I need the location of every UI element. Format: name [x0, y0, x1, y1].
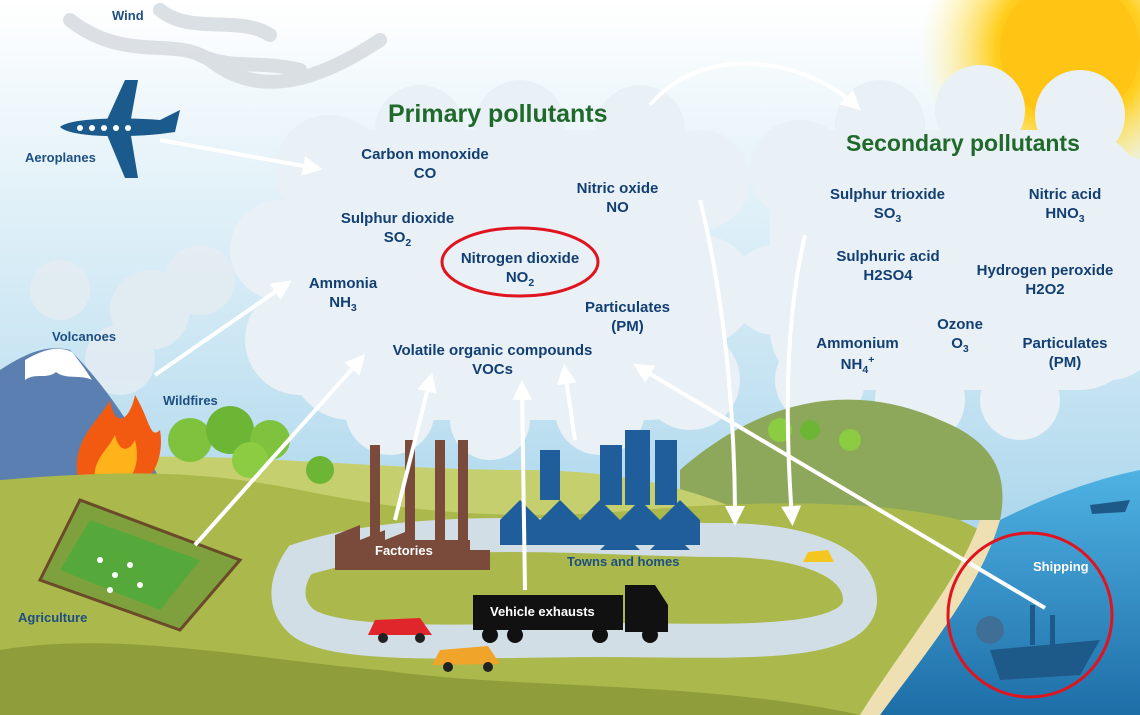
pollutant-particulates-secondary: Particulates (PM): [1010, 335, 1120, 373]
pollutant-name: Nitric oxide: [576, 180, 659, 197]
beach: [860, 520, 1000, 715]
pollutant-hydrogen-peroxide: Hydrogen peroxide H2O2: [960, 262, 1130, 300]
formula-subscript: 2: [528, 276, 535, 289]
pollutant-name: Nitric acid: [1028, 186, 1102, 203]
formula-base: SO: [873, 204, 896, 222]
factory-icon: [335, 440, 490, 570]
pollutant-carbon-monoxide: Carbon monoxide CO: [340, 146, 510, 184]
foreground: [0, 643, 860, 715]
pollutant-sulphur-trioxide: Sulphur trioxide SO3: [815, 186, 960, 226]
formula-base: O: [951, 334, 963, 352]
ship-icon: [976, 500, 1130, 680]
pollutant-formula: VOCs: [472, 360, 513, 378]
formula-subscript: 3: [1078, 212, 1085, 225]
formula-superscript: +: [868, 353, 875, 366]
primary-pollutants-heading: Primary pollutants: [388, 100, 608, 128]
formula-subscript: 3: [895, 212, 902, 225]
pollutant-formula: SO2: [325, 229, 470, 250]
arrow-icon: [153, 61, 1047, 610]
pollutant-name: Nitrogen dioxide: [460, 250, 580, 267]
pollutant-formula: (PM): [611, 317, 644, 335]
formula-base: NH: [840, 355, 863, 373]
formula-subscript: 3: [962, 342, 969, 355]
wind-icon: [63, 3, 387, 89]
back-hill: [680, 399, 1003, 520]
pollutant-name: Volatile organic compounds: [392, 342, 593, 359]
pollutant-name: Hydrogen peroxide: [976, 262, 1114, 279]
truck-icon: [473, 585, 668, 643]
formula-subscript: 2: [405, 236, 412, 249]
pollutant-name: Carbon monoxide: [361, 146, 489, 163]
pollutant-name: Ozone: [937, 316, 983, 333]
pollutant-formula: NO: [606, 198, 629, 216]
pollutant-formula: O3: [925, 335, 995, 356]
formula-subscript: 3: [350, 301, 357, 314]
pollutant-nitric-oxide: Nitric oxide NO: [555, 180, 680, 218]
aeroplanes-label: Aeroplanes: [25, 150, 96, 165]
pollutant-formula: NO2: [445, 269, 595, 290]
shipping-highlight: [946, 531, 1114, 699]
formula-base: NH: [329, 293, 351, 311]
secondary-cloud: [730, 65, 1140, 445]
factories-label: Factories: [375, 543, 433, 558]
pollutant-formula: NH3: [298, 294, 388, 315]
tree-icon: [168, 406, 861, 484]
pollutant-vocs: Volatile organic compounds VOCs: [375, 342, 610, 380]
pollutant-ozone: Ozone O3: [925, 316, 995, 356]
pollutant-ammonia: Ammonia NH3: [298, 275, 388, 315]
fire-icon: [76, 395, 161, 485]
aeroplane-icon: [60, 80, 180, 178]
pollutant-name: Ammonia: [308, 275, 378, 292]
pollutant-nitric-acid: Nitric acid HNO3: [1010, 186, 1120, 226]
pollutant-formula: H2SO4: [863, 266, 913, 284]
towns-label: Towns and homes: [567, 554, 680, 569]
formula-base: NO: [505, 268, 529, 286]
smoke-cloud: [30, 245, 235, 395]
formula-base: HNO: [1045, 204, 1079, 222]
formula-base: SO: [383, 228, 406, 246]
shipping-label: Shipping: [1033, 559, 1089, 574]
wind-label: Wind: [112, 8, 144, 23]
pollutant-formula: HNO3: [1010, 205, 1120, 226]
pollutant-formula: CO: [413, 164, 437, 182]
formula-subscript: 4: [862, 363, 869, 376]
no2-highlight: [440, 226, 600, 298]
field-icon: [37, 498, 243, 632]
pollutant-formula: H2O2: [1025, 280, 1065, 298]
pollutant-sulphur-dioxide: Sulphur dioxide SO2: [325, 210, 470, 250]
pollutant-sulphuric-acid: Sulphuric acid H2SO4: [823, 248, 953, 286]
volcanoes-label: Volcanoes: [52, 329, 117, 344]
pollutant-name: Sulphuric acid: [836, 248, 940, 265]
pollutant-name: Ammonium: [816, 335, 899, 352]
vehicles-label: Vehicle exhausts: [490, 604, 595, 619]
pollutant-ammonium: Ammonium NH4+: [805, 335, 910, 377]
wildfires-label: Wildfires: [163, 393, 218, 408]
primary-cloud: [230, 80, 755, 460]
pollutant-formula: (PM): [1048, 353, 1082, 371]
secondary-pollutants-heading: Secondary pollutants: [846, 130, 1080, 156]
pollutant-name: Sulphur trioxide: [829, 186, 945, 203]
highlight-rings: [440, 226, 1114, 699]
pollutant-name: Sulphur dioxide: [340, 210, 455, 227]
pollutant-formula: SO3: [815, 205, 960, 226]
pollutant-nitrogen-dioxide: Nitrogen dioxide NO2: [445, 250, 595, 290]
pollutant-particulates: Particulates (PM): [570, 299, 685, 337]
car-icon: [368, 550, 834, 672]
agriculture-label: Agriculture: [18, 610, 88, 625]
pollutant-name: Particulates: [584, 299, 671, 316]
pollutant-name: Particulates: [1022, 335, 1108, 352]
pollutant-formula: NH4+: [805, 354, 910, 377]
town-icon: [500, 430, 700, 550]
